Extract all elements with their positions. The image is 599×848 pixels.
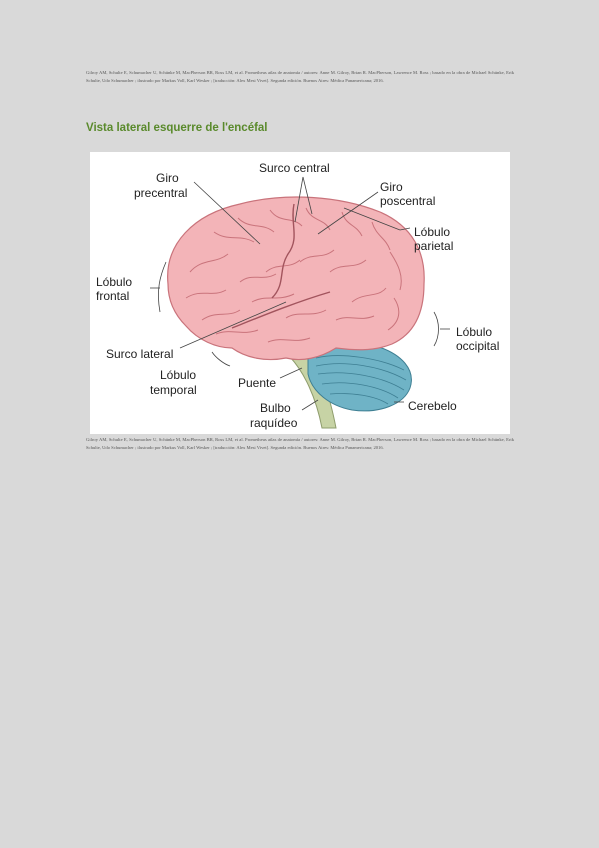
label-bulbo-line1: Bulbo bbox=[260, 401, 291, 415]
label-lobulo-parietal-line1: Lóbulo bbox=[414, 225, 450, 239]
cerebrum-shape bbox=[167, 196, 425, 361]
label-giro-precentral-line2: precentral bbox=[134, 186, 187, 200]
label-lobulo-temporal-line2: temporal bbox=[150, 383, 197, 397]
label-lobulo-frontal-line2: frontal bbox=[96, 289, 129, 303]
label-giro-poscentral-line1: Giro bbox=[380, 180, 403, 194]
label-bulbo-line2: raquídeo bbox=[250, 416, 298, 430]
cerebellum-shape bbox=[307, 340, 412, 412]
label-lobulo-occipital-line1: Lóbulo bbox=[456, 325, 492, 339]
brain-illustration: Surco central Giro precentral Giro posce… bbox=[90, 152, 510, 434]
label-lobulo-frontal-line1: Lóbulo bbox=[96, 275, 132, 289]
label-surco-central: Surco central bbox=[259, 161, 330, 175]
citation-top: Gilroy AM, Schulte E, Schumacher U, Schü… bbox=[86, 70, 514, 83]
section-heading: Vista lateral esquerre de l'encéfal bbox=[86, 122, 268, 134]
label-giro-precentral-line1: Giro bbox=[156, 171, 179, 185]
label-lobulo-temporal-line1: Lóbulo bbox=[160, 368, 196, 382]
brain-svg: Surco central Giro precentral Giro posce… bbox=[96, 161, 499, 430]
label-surco-lateral: Surco lateral bbox=[106, 347, 173, 361]
figure-labels: Surco central Giro precentral Giro posce… bbox=[96, 161, 499, 430]
label-puente: Puente bbox=[238, 376, 276, 390]
label-cerebelo: Cerebelo bbox=[408, 399, 457, 413]
citation-bottom: Gilroy AM, Schulte E, Schumacher U, Schü… bbox=[86, 437, 514, 450]
label-giro-poscentral-line2: poscentral bbox=[380, 194, 435, 208]
label-lobulo-occipital-line2: occipital bbox=[456, 339, 499, 353]
leader-lines bbox=[150, 176, 450, 411]
label-lobulo-parietal-line2: parietal bbox=[414, 239, 453, 253]
